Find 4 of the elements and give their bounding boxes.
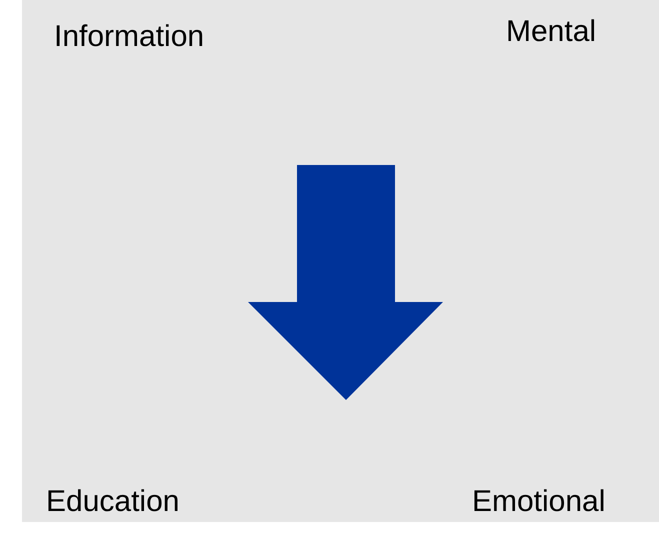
category-label: Education [46, 485, 180, 519]
category-label: Emotional [472, 485, 606, 519]
category-label: Mental [506, 15, 596, 49]
category-label: Information [54, 20, 204, 54]
